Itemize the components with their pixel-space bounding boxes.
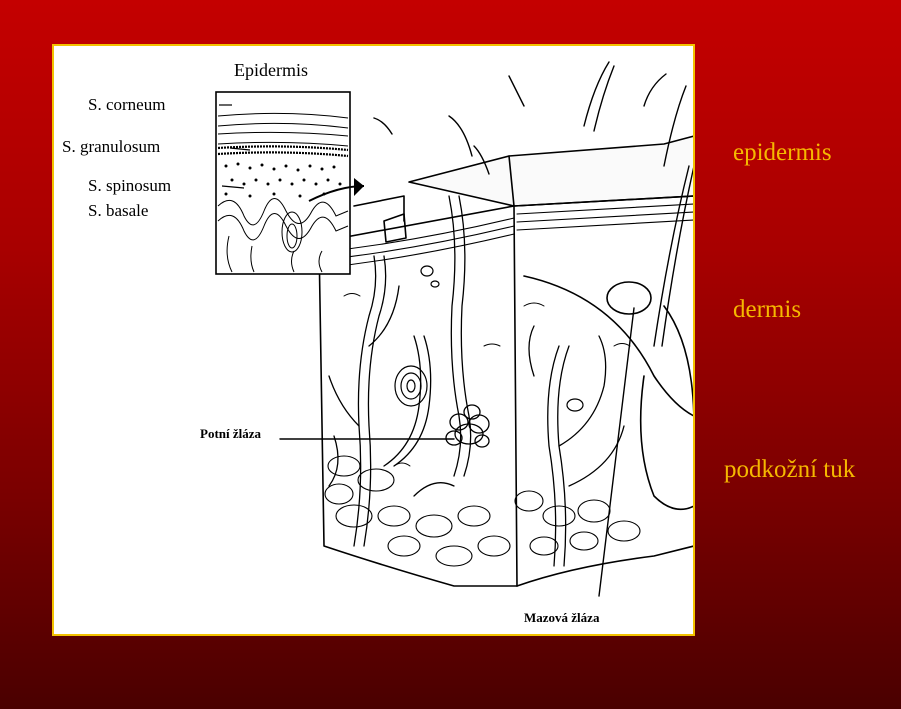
skin-diagram: Epidermis S. corneum S. granulosum S. sp…	[54, 46, 693, 634]
callout-sweat-gland: Potní žláza	[200, 426, 262, 441]
pointer-lines	[280, 308, 634, 596]
label-dermis: dermis	[733, 296, 801, 324]
vessel-cross-sections	[395, 266, 583, 411]
layer-label-basale: S. basale	[88, 201, 148, 220]
label-epidermis: epidermis	[733, 139, 832, 167]
callout-sebaceous-gland: Mazová žláza	[524, 610, 600, 625]
inset-title: Epidermis	[234, 60, 308, 80]
epidermis-inset	[216, 92, 364, 274]
layer-label-spinosum: S. spinosum	[88, 176, 171, 195]
skin-cross-section-illustration: Epidermis S. corneum S. granulosum S. sp…	[52, 44, 695, 636]
layer-label-granulosum: S. granulosum	[62, 137, 160, 156]
blood-vessels-right	[529, 326, 624, 566]
dermis-texture	[344, 294, 630, 467]
layer-label-corneum: S. corneum	[88, 95, 165, 114]
skin-block-outline	[319, 136, 693, 586]
label-subcutaneous-fat: podkožní tuk	[724, 456, 855, 484]
